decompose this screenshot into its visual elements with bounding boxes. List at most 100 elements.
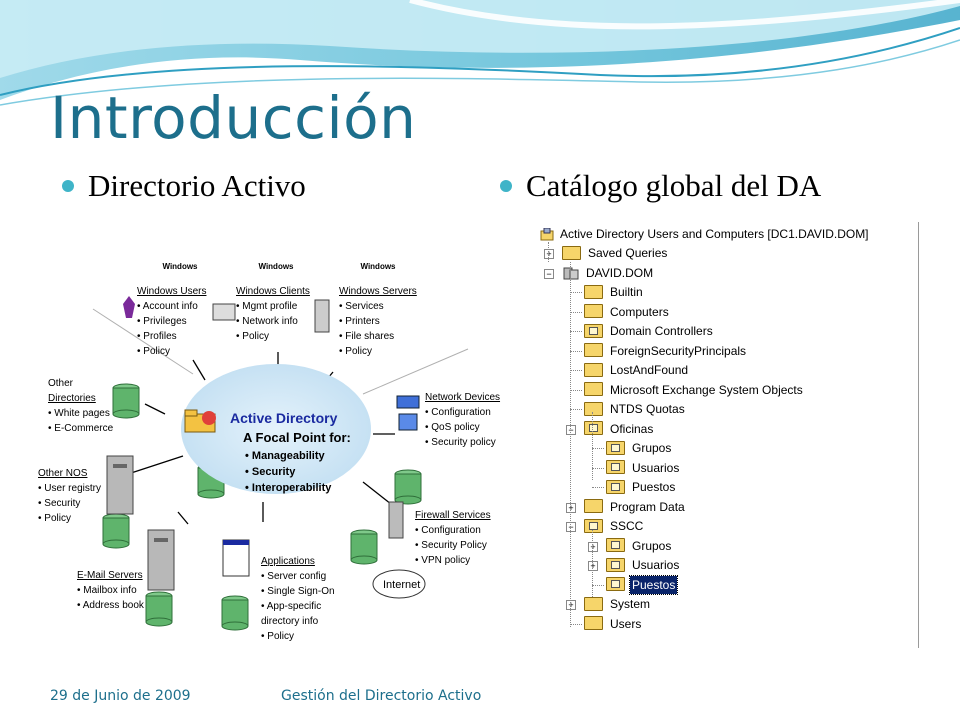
applications-block: Applications • Server config • Single Si… [261, 554, 335, 644]
other-nos-item: • User registry [38, 483, 101, 494]
windows-users-item: • Account info [137, 301, 198, 312]
tree-node-label: NTDS Quotas [610, 402, 685, 416]
email-servers-heading: E-Mail Servers [77, 570, 143, 581]
expand-icon[interactable]: + [566, 600, 576, 610]
expand-icon[interactable]: + [566, 502, 576, 513]
collapse-icon[interactable]: − [566, 522, 576, 532]
footer-date: 29 de Junio de 2009 [50, 688, 191, 704]
windows-clients-block: Windows Clients • Mgmt profile • Network… [236, 284, 310, 344]
windows-servers-item: • File shares [339, 331, 395, 342]
tree-node-label: Grupos [632, 441, 672, 455]
tree-node-label: Usuarios [632, 460, 680, 475]
tree-node-label: LostAndFound [610, 363, 689, 377]
other-directories-block: Other Directories • White pages • E-Comm… [48, 376, 113, 436]
expand-icon[interactable]: + [588, 561, 598, 571]
active-directory-diagram: Windows Windows Windows Windows Users • … [33, 224, 503, 648]
windows-clients-heading: Windows Clients [236, 286, 310, 297]
ad-tree-view[interactable]: Active Directory Users and Computers [DC… [536, 222, 919, 648]
folder-icon [584, 362, 603, 377]
applications-item: • Server config [261, 571, 327, 582]
tree-node[interactable]: System [584, 595, 652, 613]
tree-node-label: System [610, 597, 651, 611]
tree-node[interactable]: Users [584, 615, 643, 633]
tree-node-label: Microsoft Exchange System Objects [610, 382, 803, 397]
email-servers-item: • Address book [77, 600, 144, 611]
collapse-icon[interactable]: − [566, 424, 576, 435]
tree-node[interactable]: Domain Controllers [584, 322, 715, 340]
other-nos-item: • Policy [38, 513, 71, 524]
tree-root[interactable]: Active Directory Users and Computers [DC… [540, 225, 871, 243]
tree-node-label: SSCC [610, 519, 644, 533]
tree-node-label: Computers [610, 304, 669, 319]
network-devices-heading: Network Devices [425, 392, 501, 403]
organizational-unit-icon [606, 479, 625, 494]
tree-node-label: Domain Controllers [610, 324, 713, 338]
tree-node-label: Saved Queries [588, 246, 668, 260]
domain-icon [562, 266, 580, 280]
windows-logo-users: Windows [162, 262, 198, 271]
ad-center-items: • Manageability • Security • Interoperab… [245, 448, 331, 496]
firewall-services-item: • Configuration [415, 525, 481, 536]
tree-node[interactable]: LostAndFound [584, 361, 690, 379]
bullet-right: Catálogo global del DA [500, 168, 821, 204]
expand-icon[interactable]: + [544, 249, 554, 259]
windows-clients-item: • Mgmt profile [236, 301, 298, 312]
tree-node[interactable]: Saved Queries [562, 244, 669, 262]
windows-clients-item: • Network info [236, 316, 298, 327]
ad-center-item: • Interoperability [245, 482, 332, 494]
expand-icon[interactable]: + [588, 541, 598, 552]
windows-clients-item: • Policy [236, 331, 269, 342]
organizational-unit-icon [606, 538, 625, 553]
tree-node[interactable]: Microsoft Exchange System Objects [584, 381, 805, 399]
tree-guide-line [570, 262, 571, 627]
tree-connector [570, 350, 582, 352]
tree-node-label: Oficinas [610, 421, 654, 436]
tree-guide-line [592, 530, 593, 597]
windows-users-heading: Windows Users [137, 286, 207, 297]
tree-node[interactable]: Usuarios [606, 556, 681, 574]
network-devices-item: • Configuration [425, 407, 491, 418]
tree-node[interactable]: Grupos [606, 439, 673, 457]
folder-icon [584, 401, 603, 416]
tree-node-label: DAVID.DOM [586, 265, 654, 280]
tree-node-label: Users [610, 616, 642, 631]
tree-node[interactable]: Puestos [606, 478, 677, 496]
other-directories-heading-2: Directories [48, 393, 96, 404]
tree-node[interactable]: Usuarios [606, 459, 681, 477]
tree-node-label: ForeignSecurityPrincipals [610, 343, 747, 358]
tree-node[interactable]: Program Data [584, 498, 687, 516]
tree-node[interactable]: DAVID.DOM [562, 264, 655, 282]
tree-connector [570, 311, 582, 313]
folder-icon [584, 304, 603, 319]
tree-node[interactable]: Oficinas [584, 420, 655, 438]
ad-center-item: • Security [245, 466, 296, 478]
tree-connector [592, 487, 604, 488]
other-nos-block: Other NOS • User registry • Security • P… [38, 466, 101, 526]
collapse-icon[interactable]: − [544, 268, 554, 279]
other-directories-heading: Other [48, 378, 74, 389]
ad-center-item: • Manageability [245, 450, 325, 462]
tree-connector [570, 292, 582, 293]
tree-connector [570, 389, 582, 391]
tree-connector [570, 623, 582, 625]
tree-node[interactable]: Grupos [606, 537, 673, 555]
tree-connector [592, 584, 604, 586]
tree-node[interactable]: SSCC [584, 517, 645, 535]
windows-users-block: Windows Users • Account info • Privilege… [137, 284, 206, 359]
folder-icon [584, 616, 603, 631]
bullet-dot-icon [500, 179, 512, 192]
organizational-unit-icon [584, 421, 603, 436]
ad-snapin-icon [540, 227, 554, 242]
windows-servers-block: Windows Servers • Services • Printers • … [339, 284, 417, 359]
tree-node[interactable]: NTDS Quotas [584, 400, 687, 418]
firewall-services-heading: Firewall Services [415, 510, 491, 521]
tree-node-label: Grupos [632, 538, 672, 553]
tree-node[interactable]: Computers [584, 303, 671, 321]
slide-title: Introducción [50, 84, 417, 152]
tree-connector [592, 467, 604, 469]
tree-node[interactable]: ForeignSecurityPrincipals [584, 342, 748, 360]
folder-icon [584, 499, 603, 514]
tree-node[interactable]: Puestos [606, 574, 679, 595]
other-nos-item: • Security [38, 498, 81, 509]
tree-node[interactable]: Builtin [584, 283, 645, 301]
